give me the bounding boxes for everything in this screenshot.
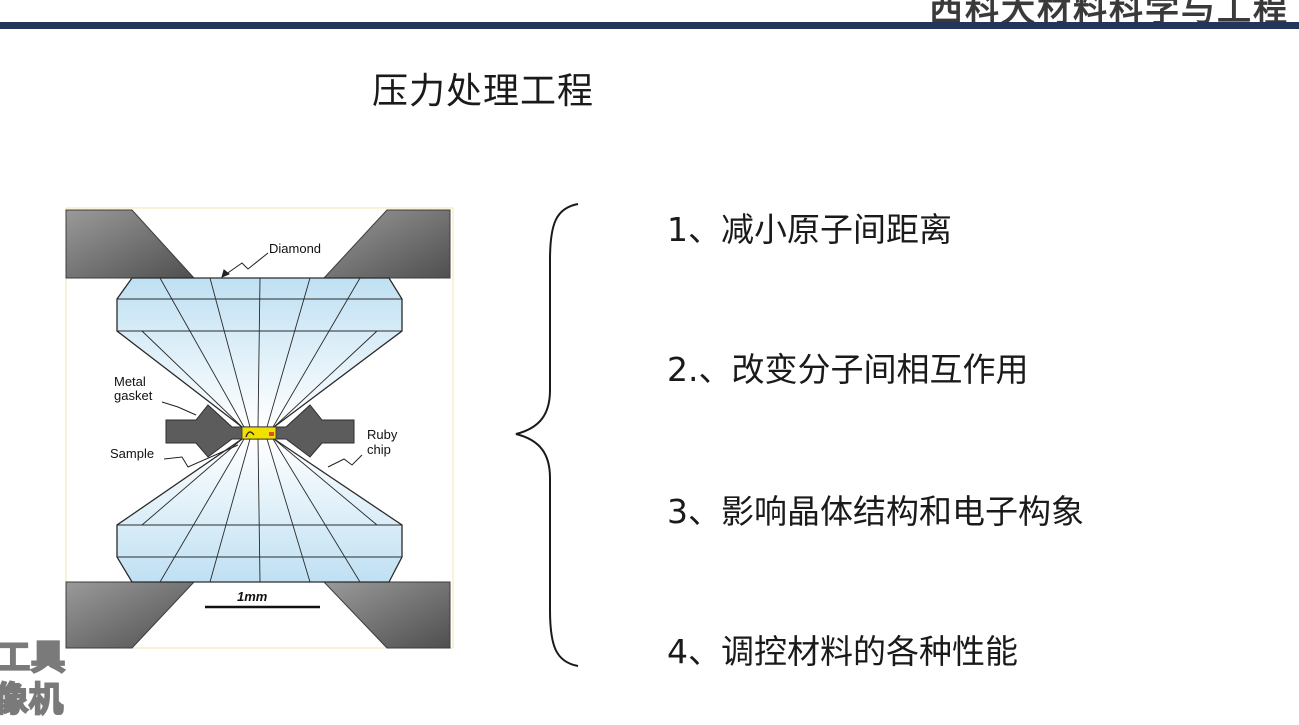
ruby-chip [269,432,274,436]
lower-left-seat [65,581,196,649]
label-diamond: Diamond [269,241,321,256]
upper-right-seat [322,209,451,279]
curly-brace [515,203,579,667]
label-chip: chip [367,442,391,457]
label-sample: Sample [110,446,154,461]
slide-title: 压力处理工程 [372,71,595,112]
watermark-line1: 工具 [0,637,66,679]
lower-right-seat [322,581,451,649]
sample-chamber [241,426,277,440]
label-gasket: gasket [114,388,153,403]
diamond-anvil-figure: Diamond Metal gasket Sample Ruby chip 1m… [65,207,454,649]
point-2: 2.、改变分子间相互作用 [667,350,1029,389]
watermark-line2: 像机 [0,679,64,721]
point-3: 3、影响晶体结构和电子构象 [667,492,1084,531]
label-metal: Metal [114,374,146,389]
sample [245,431,255,438]
lower-diamond [116,438,403,583]
point-1: 1、减小原子间距离 [667,210,952,249]
scale-bar-label: 1mm [237,589,268,604]
label-leaders [161,252,363,468]
header-band: 西科大材料科学与工程 [0,0,1299,30]
upper-diamond [116,277,403,428]
point-4: 4、调控材料的各种性能 [667,632,1018,671]
header-rule [0,22,1299,29]
upper-left-seat [65,209,196,279]
label-ruby: Ruby [367,427,398,442]
figure-frame [65,207,454,649]
